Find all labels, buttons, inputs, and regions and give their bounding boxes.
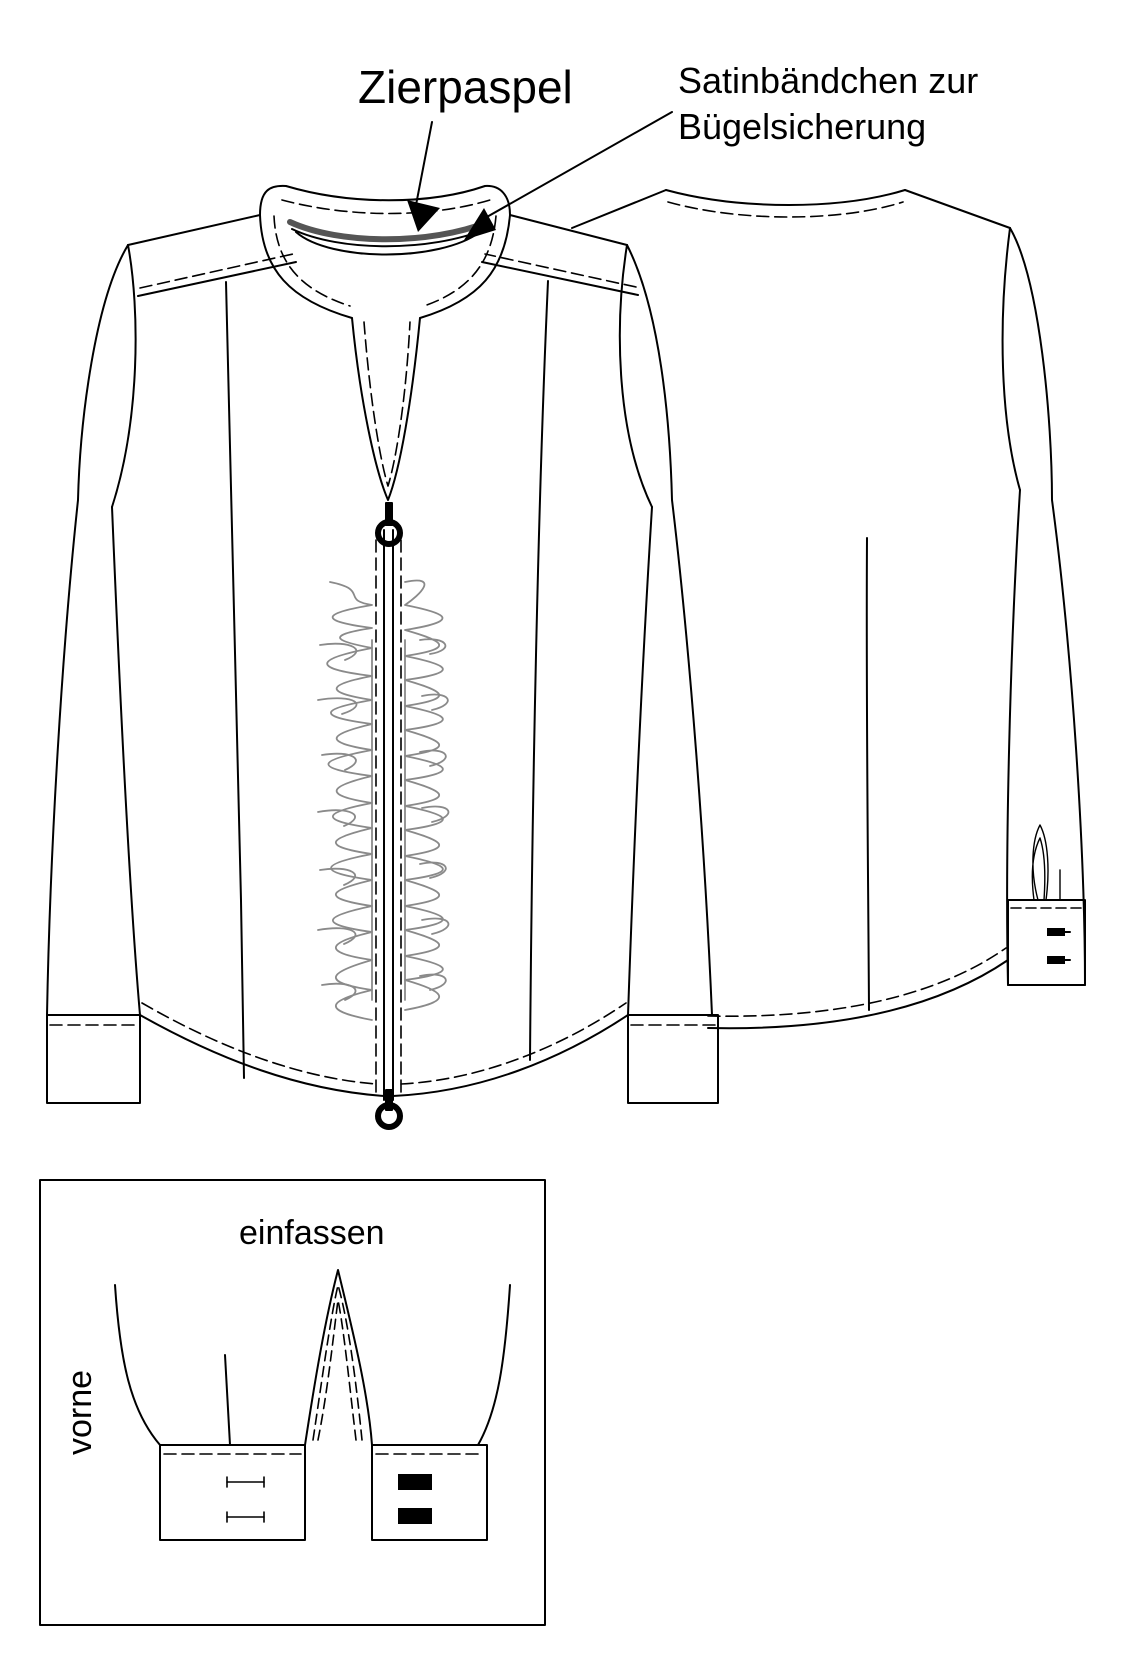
front-left-shoulder bbox=[127, 214, 261, 246]
detail-button-2 bbox=[398, 1508, 432, 1524]
label-vorne: vorne bbox=[61, 1369, 99, 1455]
front-left-armhole bbox=[111, 244, 137, 508]
back-cuff-buttonhole-2 bbox=[1047, 956, 1065, 964]
detail-box bbox=[39, 1179, 546, 1626]
collar-inner-neck bbox=[295, 231, 481, 256]
front-left-side-seam bbox=[111, 506, 141, 1016]
zipper-bottom-ring-icon bbox=[375, 1102, 403, 1130]
back-hem bbox=[707, 959, 1009, 1030]
detail-frame bbox=[39, 1179, 546, 1626]
label-zierpaspel: Zierpaspel bbox=[358, 61, 573, 113]
front-view bbox=[46, 111, 719, 1130]
collar-outer bbox=[259, 184, 511, 216]
label-einfassen: einfassen bbox=[239, 1214, 385, 1252]
back-center-seam bbox=[865, 537, 870, 1011]
front-ruffle bbox=[317, 579, 450, 1021]
front-right-cuff bbox=[627, 1014, 719, 1104]
back-right-side-seam bbox=[1006, 489, 1021, 986]
detail-button-1 bbox=[398, 1474, 432, 1490]
detail-left-cuff bbox=[159, 1444, 306, 1541]
front-right-armhole bbox=[618, 244, 653, 508]
front-right-side-seam bbox=[627, 506, 653, 1016]
detail-right-cuff bbox=[371, 1444, 488, 1541]
front-v-neck bbox=[351, 317, 421, 501]
detail-right-sleeve bbox=[477, 1284, 511, 1446]
zipper-top-ring-icon bbox=[375, 519, 403, 547]
back-right-shoulder bbox=[904, 189, 1011, 229]
back-right-sleeve bbox=[1009, 227, 1086, 986]
front-right-shoulder bbox=[509, 214, 628, 246]
back-sleeve-placket bbox=[1031, 824, 1049, 901]
back-neckline bbox=[665, 189, 906, 206]
collar-right-front bbox=[419, 214, 511, 319]
collar-left-front bbox=[259, 214, 353, 319]
zierpaspel-leader bbox=[415, 121, 433, 206]
front-left-yoke-seam bbox=[137, 261, 297, 297]
front-left-cuff bbox=[46, 1014, 141, 1104]
front-zipper bbox=[375, 502, 403, 1130]
back-view bbox=[571, 189, 1086, 1030]
front-hem bbox=[139, 1014, 629, 1097]
back-left-shoulder bbox=[571, 189, 667, 229]
front-left-princess-seam bbox=[225, 281, 245, 1079]
zierpaspel-arrow-icon bbox=[407, 200, 440, 232]
detail-left-sleeve bbox=[114, 1284, 161, 1446]
front-right-yoke-seam bbox=[481, 261, 639, 296]
back-right-armhole bbox=[1001, 227, 1021, 491]
detail-left-placket-edge bbox=[304, 1269, 373, 1446]
decorative-piping bbox=[287, 219, 491, 243]
satin-arrow-icon bbox=[464, 208, 496, 240]
label-satin-line2: Bügelsicherung bbox=[678, 106, 927, 147]
label-satin-line1: Satinbändchen zur bbox=[678, 60, 979, 101]
front-left-sleeve bbox=[46, 244, 129, 1016]
front-right-princess-seam bbox=[529, 280, 549, 1061]
label-satinbaendchen: Satinbändchen zur Bügelsicherung bbox=[678, 58, 978, 150]
satin-leader bbox=[477, 111, 673, 223]
front-right-sleeve bbox=[626, 244, 713, 1016]
back-cuff-buttonhole-1 bbox=[1047, 928, 1065, 936]
back-right-cuff bbox=[1007, 899, 1086, 986]
